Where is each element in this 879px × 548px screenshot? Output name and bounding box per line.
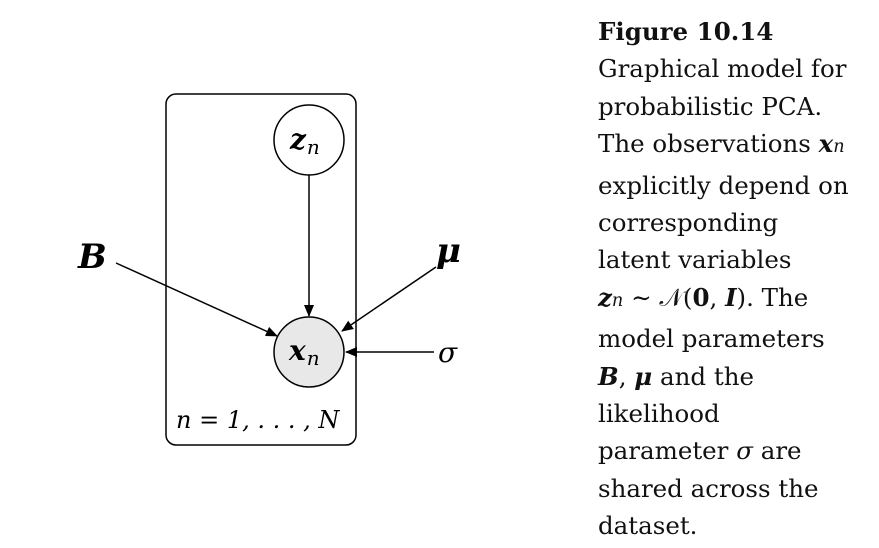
caption-line: Graphical model for — [598, 54, 847, 84]
caption-line: shared across the — [598, 473, 819, 503]
observed-node-x — [273, 316, 345, 388]
plate-label: n = 1, . . . , N — [176, 406, 340, 434]
caption-line-math: parameter σ are — [598, 436, 802, 466]
param-B-label: B — [77, 237, 107, 277]
caption-line: dataset. — [598, 511, 698, 541]
caption-title: Figure 10.14 — [598, 17, 774, 46]
caption-line: probabilistic PCA. — [598, 91, 823, 121]
figure-caption: Figure 10.14 Graphical model for probabi… — [598, 13, 873, 545]
latent-node-label: zn — [289, 123, 320, 159]
caption-line: explicitly depend on — [598, 170, 849, 200]
caption-line: model parameters — [598, 324, 825, 354]
param-sigma-label: σ — [438, 336, 458, 369]
observed-node-label: xn — [288, 334, 320, 370]
caption-line-math: B, μ and the — [598, 361, 755, 391]
caption-line: likelihood — [598, 399, 720, 429]
edge-B-to-x — [115, 262, 278, 337]
caption-line-math: zn ∼ 𝒩(0, I). The — [598, 282, 809, 312]
caption-line: The observations xn — [598, 129, 845, 159]
param-mu-label: μ — [436, 231, 461, 271]
caption-line: latent variables — [598, 245, 792, 275]
plate — [165, 93, 357, 446]
edge-mu-to-x — [341, 266, 437, 332]
graphical-model-diagram: zn xn B μ σ n = 1, . . . , N — [77, 93, 461, 446]
caption-line: corresponding — [598, 208, 779, 238]
